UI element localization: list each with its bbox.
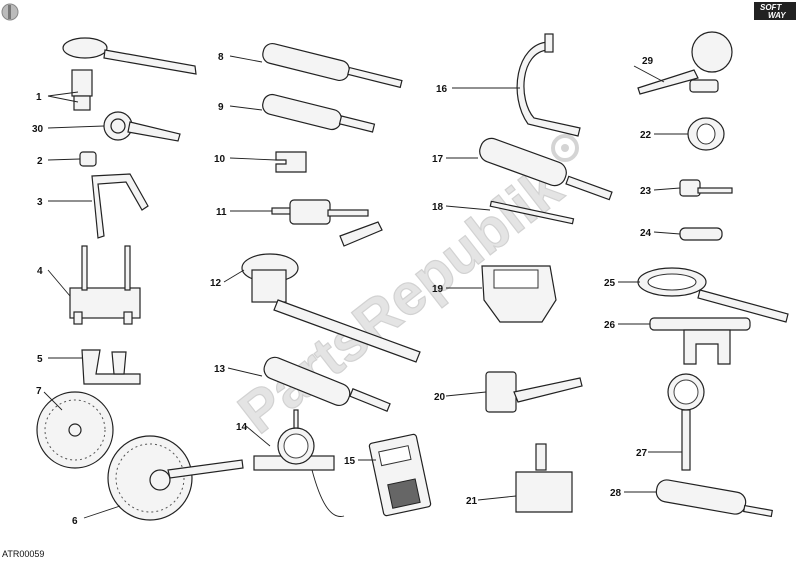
tool-26 — [649, 317, 751, 365]
callout-29: 29 — [642, 56, 654, 67]
tool-9 — [262, 93, 376, 133]
tool-24 — [679, 227, 723, 241]
tool-7 — [36, 391, 114, 469]
callouts: 1 2 3 4 5 6 7 8 9 10 11 12 13 14 15 16 1… — [32, 52, 654, 527]
tool-13 — [263, 356, 391, 412]
callout-30: 30 — [32, 124, 44, 135]
tool-15 — [368, 433, 432, 517]
callout-17: 17 — [432, 154, 444, 165]
tool-6 — [107, 435, 244, 521]
tool-12 — [241, 253, 421, 363]
tool-20 — [485, 371, 583, 413]
callout-23: 23 — [640, 186, 652, 197]
tool-29 — [637, 31, 733, 95]
brand-bottom: WAY — [768, 11, 786, 20]
brand-badge: SOFT WAY — [754, 2, 796, 20]
tool-10 — [275, 151, 307, 173]
tool-19 — [481, 265, 557, 323]
callout-8: 8 — [218, 52, 224, 63]
tool-30 — [103, 111, 181, 142]
leader-lines — [43, 55, 688, 519]
tool-3 — [91, 173, 149, 239]
tool-5 — [81, 349, 141, 385]
tool-11 — [271, 199, 383, 247]
tool-23 — [679, 179, 733, 197]
callout-7: 7 — [36, 386, 42, 397]
callout-28: 28 — [610, 488, 622, 499]
brand-top: SOFT — [760, 3, 782, 12]
tool-17 — [479, 137, 613, 201]
tool-8 — [262, 42, 403, 89]
tool-21 — [515, 443, 573, 513]
tool-28 — [655, 479, 774, 518]
callout-27: 27 — [636, 448, 648, 459]
callout-21: 21 — [466, 496, 478, 507]
callout-20: 20 — [434, 392, 446, 403]
tool-16 — [516, 33, 581, 137]
callout-14: 14 — [236, 422, 248, 433]
callout-5: 5 — [37, 354, 43, 365]
callout-16: 16 — [436, 84, 448, 95]
tool-14 — [253, 409, 345, 517]
tool-1 — [62, 37, 197, 111]
gear-icon — [551, 134, 579, 162]
callout-9: 9 — [218, 102, 224, 113]
callout-1: 1 — [36, 92, 42, 103]
callout-11: 11 — [216, 207, 227, 218]
callout-18: 18 — [432, 202, 444, 213]
callout-25: 25 — [604, 278, 616, 289]
callout-3: 3 — [37, 197, 43, 208]
tool-2 — [79, 151, 97, 167]
callout-26: 26 — [604, 320, 616, 331]
callout-15: 15 — [344, 456, 356, 467]
tool-22 — [687, 117, 725, 151]
callout-2: 2 — [37, 156, 43, 167]
tool-27 — [667, 373, 705, 471]
tool-4 — [69, 245, 141, 325]
callout-6: 6 — [72, 516, 78, 527]
logo-mark — [1, 3, 19, 21]
drawing-code: ATR00059 — [2, 549, 44, 559]
tool-25 — [637, 267, 789, 323]
callout-13: 13 — [214, 364, 226, 375]
tool-18 — [489, 200, 575, 225]
callout-22: 22 — [640, 130, 652, 141]
callout-12: 12 — [210, 278, 222, 289]
callout-19: 19 — [432, 284, 444, 295]
callout-24: 24 — [640, 228, 652, 239]
callout-4: 4 — [37, 266, 43, 277]
callout-10: 10 — [214, 154, 226, 165]
